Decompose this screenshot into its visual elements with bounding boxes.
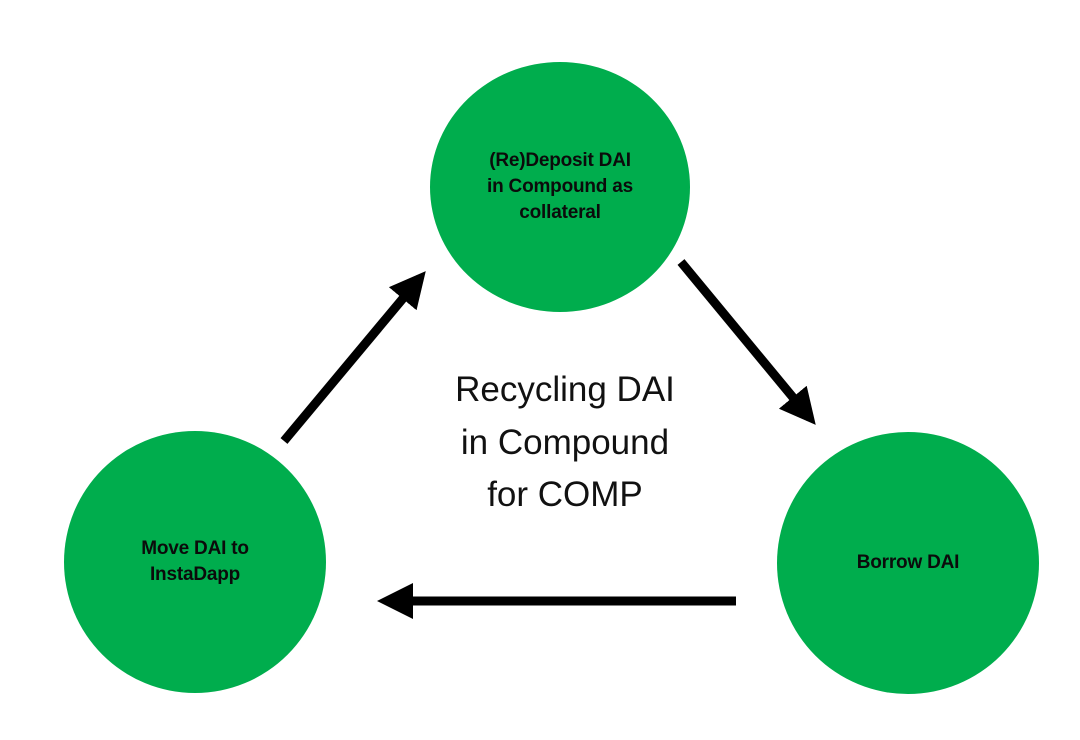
node-borrow-label: Borrow DAI	[856, 551, 960, 573]
node-move: Move DAI to InstaDapp	[64, 431, 326, 693]
arrow-move-to-deposit	[280, 271, 426, 444]
node-deposit-label: (Re)Deposit DAI in Compound as collatera…	[486, 149, 634, 224]
node-move-label: Move DAI to InstaDapp	[141, 537, 249, 585]
arrow-deposit-to-borrow	[677, 259, 816, 425]
diagram-title: Recycling DAI in Compound for COMP	[455, 370, 675, 514]
node-borrow: Borrow DAI	[777, 432, 1039, 694]
node-deposit: (Re)Deposit DAI in Compound as collatera…	[430, 62, 690, 312]
